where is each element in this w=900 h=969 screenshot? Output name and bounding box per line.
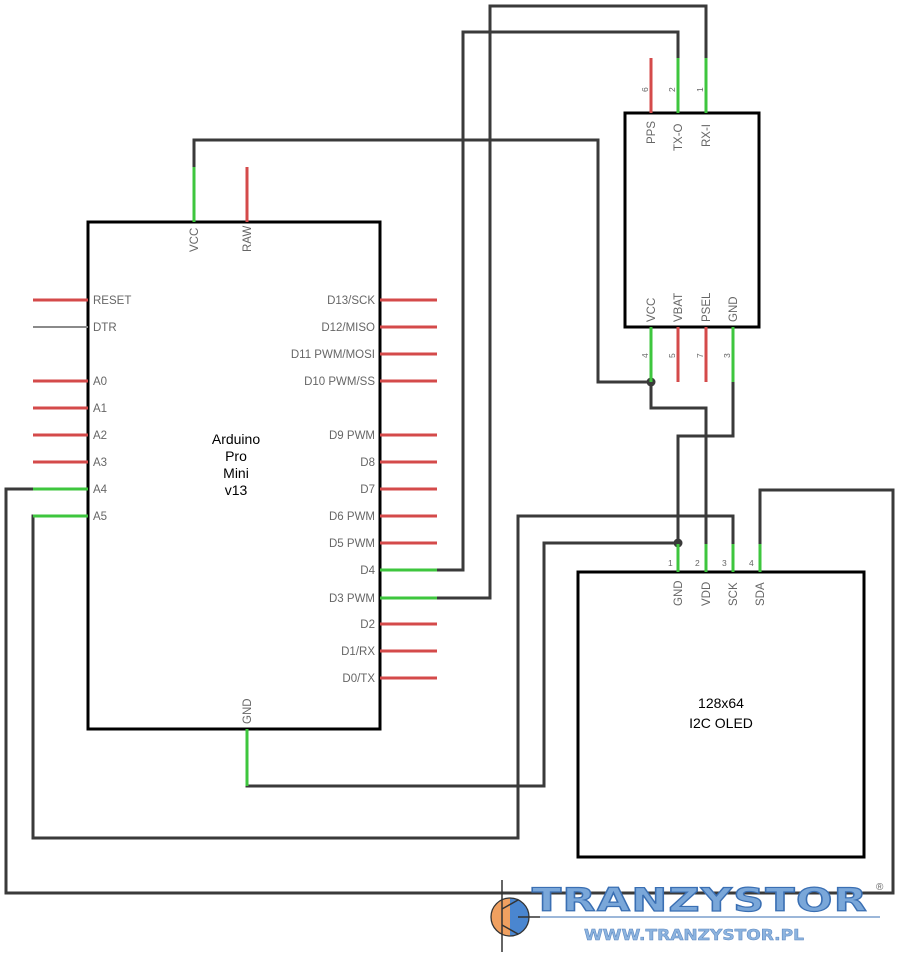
pin-label-a5: A5 <box>93 511 107 523</box>
pin-label-raw: RAW <box>242 225 254 252</box>
pin-label-d2: D2 <box>360 619 375 631</box>
wire-gps-gnd-to-oled-gnd <box>676 380 735 546</box>
wire-a4-to-oled-sda <box>4 487 895 895</box>
gps-pin-num: 3 <box>722 353 732 358</box>
oled-pin-num: 2 <box>695 558 700 568</box>
pin-label-d10-pwm-ss: D10 PWM/SS <box>304 376 375 388</box>
pin-label-d8: D8 <box>360 457 375 469</box>
arduino-title-line: Arduino <box>212 431 260 447</box>
gps-body <box>623 111 761 329</box>
pin-label-d4: D4 <box>360 565 375 577</box>
pin-label-d6-pwm: D6 PWM <box>329 511 375 523</box>
transistor-icon-lead <box>501 924 519 935</box>
gps-pin-label: PSEL <box>701 292 713 322</box>
wire-vcc-to-gps-vcc <box>192 138 653 384</box>
pin-label-d5-pwm: D5 PWM <box>329 538 375 550</box>
pin-label-d0-tx: D0/TX <box>342 673 375 685</box>
pin-label-a2: A2 <box>93 430 107 442</box>
oled-display: 1 2 3 4 GND VDD SCK SDA 128x64 I2C OLED <box>576 544 866 859</box>
oled-pin-label: SDA <box>755 582 767 606</box>
pin-label-a0: A0 <box>93 376 107 388</box>
pin-label-a4: A4 <box>93 484 108 496</box>
logo-url: WWW.TRANZYSTOR.PL <box>584 926 804 944</box>
pin-label-d1-rx: D1/RX <box>341 646 375 658</box>
tranzystor-logo: TRANZYSTOR ® WWW.TRANZYSTOR.PL <box>490 880 884 952</box>
pin-label-d9-pwm: D9 PWM <box>329 430 375 442</box>
wire-d4-to-gps-tx <box>435 30 680 572</box>
wires <box>4 4 895 895</box>
oled-pin-num: 4 <box>749 558 754 568</box>
oled-pin-label: VDD <box>701 582 713 606</box>
arduino-body <box>86 220 382 731</box>
pin-label-a1: A1 <box>93 403 107 415</box>
gps-pin-label: VBAT <box>673 293 685 322</box>
oled-pin-label: SCK <box>728 582 740 606</box>
junction-dot <box>673 538 683 548</box>
gps-pin-label: RX-I <box>701 124 713 147</box>
logo-registered: ® <box>876 882 884 893</box>
wire-gnd-to-oled-gnd <box>245 541 680 788</box>
arduino-right-pins: D13/SCK D12/MISO D11 PWM/MOSI D10 PWM/SS D9 … <box>291 295 437 685</box>
arduino-title-line: Mini <box>223 465 249 481</box>
pin-label-vcc: VCC <box>189 228 201 252</box>
oled-pin-num: 3 <box>722 558 727 568</box>
pin-label-d7: D7 <box>360 484 375 496</box>
gps-pin-num: 2 <box>667 87 677 92</box>
gps-pin-num: 1 <box>695 87 705 92</box>
pin-label-d12-miso: D12/MISO <box>321 322 375 334</box>
gps-pin-label: VCC <box>646 298 658 322</box>
pin-label-d13-sck: D13/SCK <box>327 295 375 307</box>
gps-pin-num: 4 <box>640 353 650 358</box>
wire-a5-to-oled-sck <box>31 514 735 840</box>
logo-name: TRANZYSTOR <box>532 881 868 919</box>
gps-pin-num: 7 <box>695 353 705 358</box>
oled-pin-num: 1 <box>668 558 673 568</box>
gps-pin-label: PPS <box>646 121 658 144</box>
oled-title-line: I2C OLED <box>689 715 753 731</box>
pin-label-a3: A3 <box>93 457 107 469</box>
pin-label-dtr: DTR <box>93 322 117 334</box>
arduino-title-line: v13 <box>225 482 248 498</box>
pin-label-d3-pwm: D3 PWM <box>329 593 375 605</box>
gps-module: 6 2 1 PPS TX-O RX-I VCC VBAT PSEL GND 4 … <box>623 58 761 382</box>
transistor-icon <box>490 880 540 952</box>
oled-pin-label: GND <box>673 580 685 606</box>
oled-body <box>576 570 866 859</box>
transistor-icon-left-half <box>491 898 510 936</box>
wire-vcc-to-oled-vdd <box>649 380 708 546</box>
arduino-title-line: Pro <box>225 448 247 464</box>
pin-label-gnd: GND <box>242 698 254 724</box>
pin-label-d11-pwm-mosi: D11 PWM/MOSI <box>291 349 375 361</box>
gps-pin-label: TX-O <box>673 123 685 151</box>
transistor-icon-lead <box>501 899 519 910</box>
gps-pin-num: 6 <box>640 87 650 92</box>
wire-d3-to-gps-rx <box>435 4 708 600</box>
pin-label-reset: RESET <box>93 295 131 307</box>
oled-title-line: 128x64 <box>698 695 744 711</box>
gps-pin-num: 5 <box>667 353 677 358</box>
gps-pin-label: GND <box>728 296 740 322</box>
